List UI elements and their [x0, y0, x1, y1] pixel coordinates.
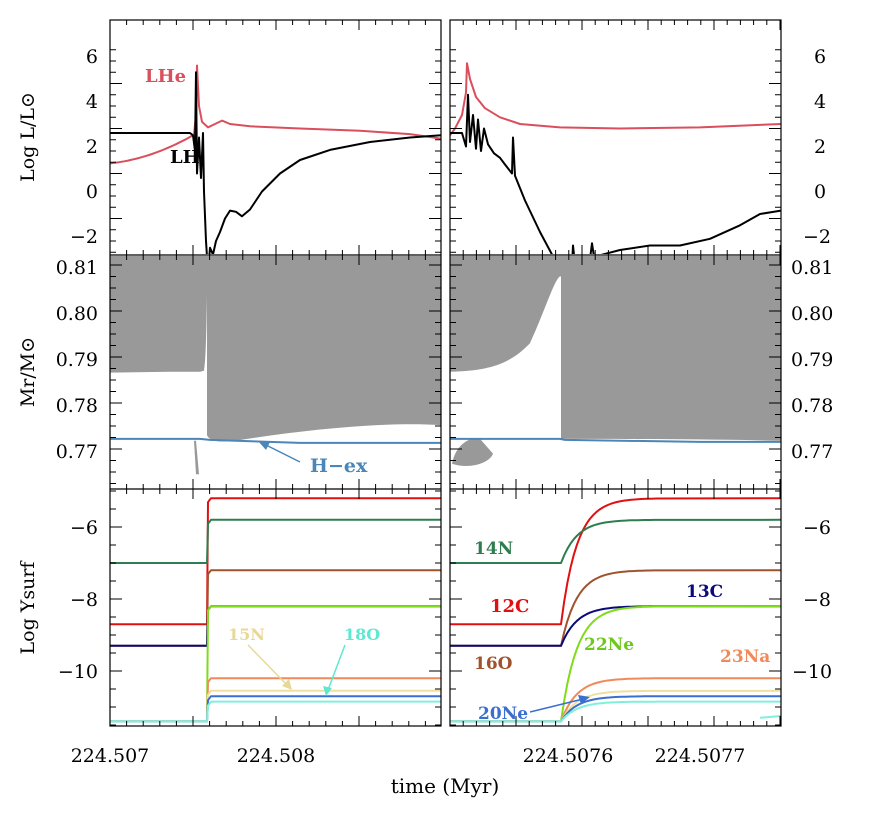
- arrow-hex-head: [258, 441, 270, 450]
- rytick-top-0: 0: [814, 181, 826, 203]
- line-LHe-left: [110, 64, 441, 165]
- line-23Na-left: [110, 677, 441, 723]
- line-18O-left: [110, 700, 441, 723]
- line-LH-left: [110, 71, 441, 254]
- line-23Na-right: [450, 677, 781, 723]
- xtick-224508: 224.508: [237, 745, 316, 767]
- rytick-top-6: 6: [814, 46, 826, 68]
- xlabel: time (Myr): [391, 774, 500, 798]
- label-22Ne: 22Ne: [584, 635, 634, 655]
- arrow-20Ne-head: [578, 695, 590, 704]
- ytick-mid-077: 0.77: [56, 441, 98, 463]
- arrow-hex-line: [261, 442, 301, 463]
- label-13C: 13C: [686, 582, 723, 602]
- xtick-224507: 224.507: [71, 745, 150, 767]
- line-20Ne-right: [450, 695, 781, 723]
- ytick-top-4: 4: [86, 91, 98, 113]
- ytick-top-0: 0: [86, 181, 98, 203]
- line-13C-left: [110, 605, 441, 647]
- ylabel-top: Log L/L⊙: [17, 92, 39, 182]
- ytick-top-m2: −2: [70, 226, 98, 248]
- label-LH: LH: [170, 147, 200, 168]
- label-15N: 15N: [228, 625, 265, 644]
- arrows: [247, 441, 590, 713]
- line-22Ne-right: [450, 605, 781, 723]
- ytick-top-2: 2: [86, 136, 98, 158]
- ytick-bot-m10: −10: [58, 661, 98, 683]
- left-frame: [109, 19, 442, 727]
- rytick-bot-m10: −10: [792, 661, 832, 683]
- line-12C-right: [450, 497, 781, 626]
- curve-labels: LHe LH H−ex 15N 18O 14N 12C 13C 22Ne 16O…: [145, 66, 770, 724]
- line-LH-right: [450, 93, 781, 254]
- rytick-mid-078: 0.78: [791, 395, 833, 417]
- line-LHe-right: [450, 62, 781, 136]
- ylabel-mid: Mr/M⊙: [17, 337, 39, 407]
- left-ytick-labels: 6 4 2 0 −2 0.81 0.80 0.79 0.78 0.77 −6 −…: [56, 46, 98, 683]
- rytick-bot-m6: −6: [803, 517, 831, 539]
- xtick-labels: 224.507 224.508 224.5076 224.5077: [71, 745, 746, 767]
- rytick-top-4: 4: [814, 91, 826, 113]
- label-Hex: H−ex: [310, 455, 368, 477]
- arrow-18O-line: [327, 644, 346, 691]
- rytick-mid-081: 0.81: [791, 257, 833, 279]
- arrow-15N-line: [247, 644, 289, 687]
- line-15N-right: [450, 689, 781, 723]
- arrow-20Ne-line: [529, 698, 584, 713]
- ytick-top-6: 6: [86, 46, 98, 68]
- pocket-left: [194, 440, 199, 475]
- line-18O-tail: [759, 715, 781, 719]
- ytick-mid-080: 0.80: [56, 303, 98, 325]
- label-12C: 12C: [490, 596, 529, 617]
- pocket-right: [452, 438, 493, 466]
- line-14N-right: [450, 518, 781, 564]
- rytick-mid-079: 0.79: [791, 349, 833, 371]
- ytick-mid-078: 0.78: [56, 395, 98, 417]
- convective-zone-right: [450, 256, 781, 441]
- line-16O-left: [110, 569, 441, 647]
- arrow-18O-head: [323, 686, 332, 696]
- ylabel-bot: Log Ysurf: [17, 560, 39, 655]
- xtick-2245077: 224.5077: [655, 745, 746, 767]
- line-14N-left: [110, 518, 441, 564]
- rytick-top-m2: −2: [803, 226, 831, 248]
- label-18O: 18O: [344, 625, 380, 644]
- rytick-mid-077: 0.77: [791, 441, 833, 463]
- label-23Na: 23Na: [720, 647, 770, 667]
- line-Hex-right: [450, 437, 781, 443]
- rytick-top-2: 2: [814, 136, 826, 158]
- line-16O-right: [450, 569, 781, 647]
- convective-zone-left: [110, 256, 441, 442]
- ytick-bot-m8: −8: [70, 589, 98, 611]
- line-Hex-left: [110, 437, 441, 444]
- ytick-bot-m6: −6: [70, 517, 98, 539]
- label-14N: 14N: [474, 539, 513, 559]
- line-18O-right: [450, 700, 781, 723]
- right-frame: [449, 19, 782, 727]
- xtick-2245076: 224.5076: [523, 745, 614, 767]
- label-16O: 16O: [474, 654, 513, 674]
- line-12C-left: [110, 497, 441, 626]
- rytick-bot-m8: −8: [803, 589, 831, 611]
- arrow-15N-head: [282, 679, 292, 690]
- right-ytick-labels: 6 4 2 0 −2 0.81 0.80 0.79 0.78 0.77 −6 −…: [791, 46, 833, 683]
- ytick-mid-079: 0.79: [56, 349, 98, 371]
- label-20Ne: 20Ne: [478, 704, 528, 724]
- rytick-mid-080: 0.80: [791, 303, 833, 325]
- plot-layer: [110, 62, 781, 723]
- ytick-mid-081: 0.81: [56, 257, 98, 279]
- label-LHe: LHe: [145, 66, 186, 87]
